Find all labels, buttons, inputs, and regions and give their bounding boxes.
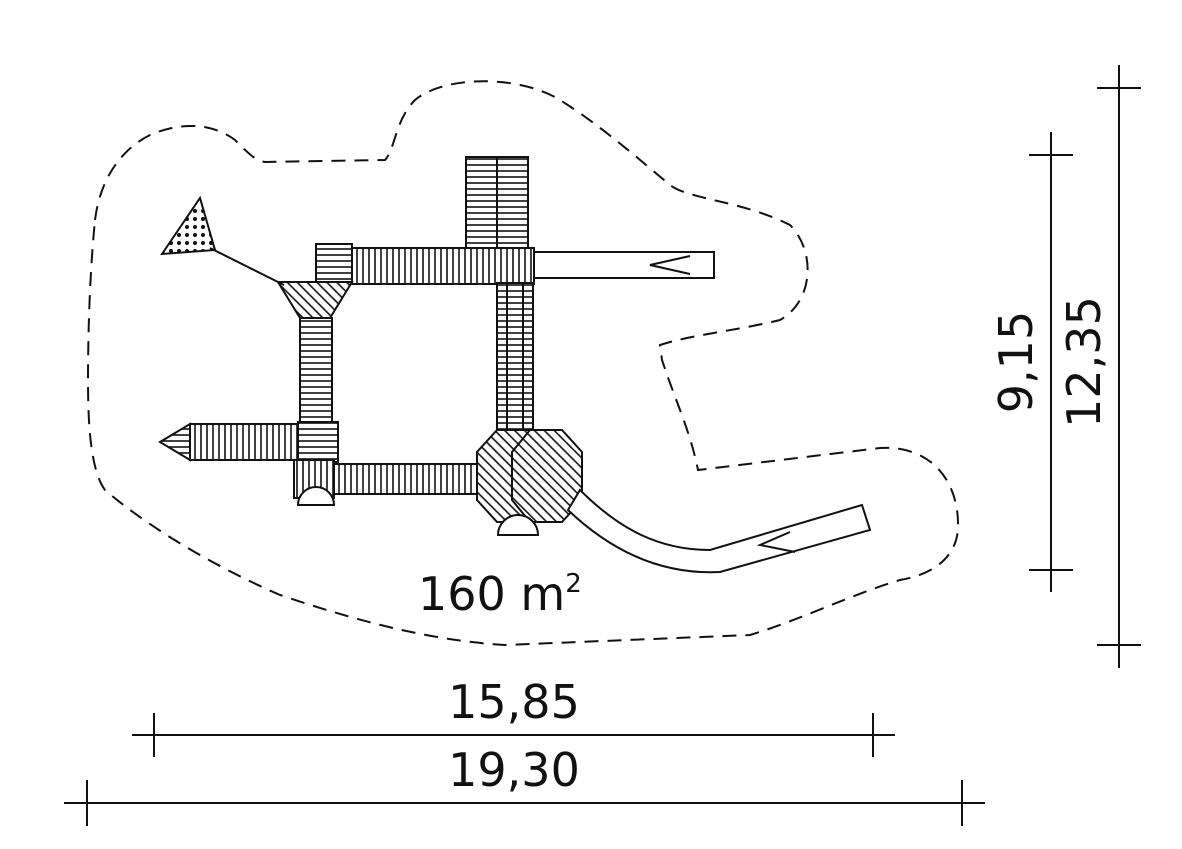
step-left bbox=[296, 486, 336, 506]
outer-width-label: 19,30 bbox=[448, 743, 580, 797]
left-tunnel-end bbox=[158, 422, 191, 462]
safety-zone-outline bbox=[86, 80, 960, 647]
bottom-bridge bbox=[333, 463, 483, 495]
small-platform bbox=[297, 421, 339, 463]
left-tunnel bbox=[189, 423, 299, 461]
octagon-platform-right bbox=[511, 429, 583, 523]
outer-height-label: 12,35 bbox=[1057, 296, 1111, 428]
corner-platform bbox=[276, 281, 354, 319]
top-bridge bbox=[351, 247, 535, 285]
dimension-lines bbox=[64, 65, 1141, 826]
step-right bbox=[496, 514, 540, 536]
area-label: 160 m2 bbox=[418, 567, 582, 621]
inner-width-label: 15,85 bbox=[448, 675, 580, 729]
net-rope bbox=[209, 247, 285, 286]
climbing-net bbox=[160, 195, 217, 256]
vertical-climber bbox=[496, 282, 534, 434]
curved-slide bbox=[566, 488, 872, 574]
play-structure bbox=[158, 156, 872, 574]
inner-height-label: 9,15 bbox=[989, 311, 1043, 413]
top-left-platform bbox=[315, 243, 353, 285]
